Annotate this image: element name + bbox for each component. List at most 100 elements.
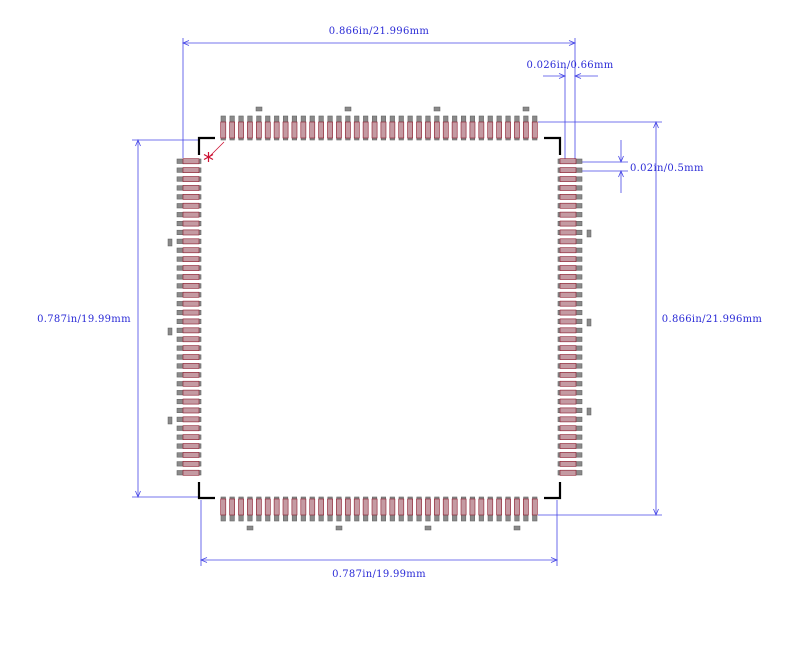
pin-pad xyxy=(182,274,200,280)
pin-pad xyxy=(291,498,298,516)
pin-pad xyxy=(460,121,467,139)
pin-pad xyxy=(353,498,360,516)
pin-pad xyxy=(559,336,577,343)
pin-pad xyxy=(282,498,289,516)
pin-pad xyxy=(327,498,333,516)
arrow-bottom-left xyxy=(199,557,208,563)
pin-pad xyxy=(433,498,440,516)
pin-pad xyxy=(559,158,577,165)
pin-pad xyxy=(182,309,200,316)
pin-pad xyxy=(282,121,289,139)
pin-pad xyxy=(309,498,316,516)
pin-pad xyxy=(487,121,494,139)
pin-pad xyxy=(182,202,200,209)
pin-pad xyxy=(182,469,200,476)
dimension-arrows xyxy=(135,40,659,563)
fiducial-marks xyxy=(167,106,592,531)
pin-pad xyxy=(559,407,577,414)
pin-pad xyxy=(559,389,577,396)
pin-pad xyxy=(255,121,262,139)
fiducial xyxy=(424,525,432,531)
pin-pad xyxy=(442,498,449,516)
pin-pad xyxy=(559,265,577,271)
arrow-top-right xyxy=(568,40,577,46)
pin-pad xyxy=(362,121,369,139)
pin-pad xyxy=(559,300,577,307)
pin-pad xyxy=(514,498,520,516)
pin-pad xyxy=(505,498,511,516)
pin-pad xyxy=(425,498,431,516)
pin-pad xyxy=(344,121,351,139)
pin-pad xyxy=(559,238,577,245)
pin-pad xyxy=(182,389,200,396)
pin-pad xyxy=(182,229,200,236)
pin-pad xyxy=(559,211,577,218)
pin-pad xyxy=(522,498,529,516)
pin-pad xyxy=(182,265,200,271)
pin-pad xyxy=(255,498,262,516)
pin-pad xyxy=(559,256,577,263)
pin-pad xyxy=(559,247,577,254)
fiducial xyxy=(246,525,254,531)
pin-pad xyxy=(442,121,449,139)
arrow-pad-right xyxy=(573,73,582,79)
pin-pad xyxy=(220,498,227,516)
pin-pad xyxy=(559,354,577,360)
pin-pad xyxy=(182,380,200,387)
pin-pad xyxy=(559,176,577,182)
arrow-pad-left xyxy=(558,73,567,79)
pin-pad xyxy=(559,460,577,467)
pin-pad xyxy=(182,185,200,191)
dim-pad-width-label: 0.026in/0.66mm xyxy=(526,60,613,71)
arrow-left-top xyxy=(135,138,141,147)
pin-pad xyxy=(478,121,485,139)
pin-pad xyxy=(182,194,200,200)
pin-pad xyxy=(559,185,577,191)
outline-corner-tl xyxy=(197,136,215,155)
fiducial xyxy=(433,106,441,112)
pin-pad xyxy=(559,371,577,378)
pin-pad xyxy=(229,121,236,139)
pin-pad xyxy=(182,354,200,360)
pin-pad xyxy=(182,167,200,174)
pin-pad xyxy=(371,121,378,139)
pin-pad xyxy=(182,460,200,467)
pin-pad xyxy=(389,498,396,516)
pin-pad xyxy=(273,121,280,139)
fiducial xyxy=(167,327,173,336)
pin-pad xyxy=(220,121,227,139)
pin-pad xyxy=(300,498,307,516)
pin-pad xyxy=(182,176,200,182)
pin-pad xyxy=(327,121,333,139)
arrow-left-bottom xyxy=(135,490,141,499)
pin-pad xyxy=(291,121,298,139)
pin-pad xyxy=(416,121,422,139)
fiducial xyxy=(255,106,263,112)
outline-corner-bl xyxy=(197,482,215,500)
pin-pad xyxy=(336,121,342,139)
pin-pad xyxy=(182,443,200,449)
pin-pads xyxy=(176,115,583,522)
arrow-bottom-right xyxy=(550,557,559,563)
pin-pad xyxy=(559,202,577,209)
pin-pad xyxy=(380,498,387,516)
pin-pad xyxy=(182,336,200,343)
pin-pad xyxy=(469,498,476,516)
pin-pad xyxy=(182,211,200,218)
pin-pad xyxy=(264,498,271,516)
pin-pad xyxy=(460,498,467,516)
pin-pad xyxy=(182,158,200,165)
pin-pad xyxy=(182,282,200,289)
pin-pad xyxy=(505,121,511,139)
pin-pad xyxy=(559,469,577,476)
fiducial xyxy=(167,416,173,425)
pin-pad xyxy=(559,363,577,369)
pin-pad xyxy=(398,121,405,139)
dim-bottom-width-label: 0.787in/19.99mm xyxy=(332,569,426,580)
pin-pad xyxy=(182,220,200,227)
pin-pad xyxy=(469,121,476,139)
dimension-lines xyxy=(132,38,662,566)
fiducial xyxy=(586,229,592,238)
pin-pad xyxy=(182,425,200,432)
pin-pad xyxy=(182,256,200,263)
